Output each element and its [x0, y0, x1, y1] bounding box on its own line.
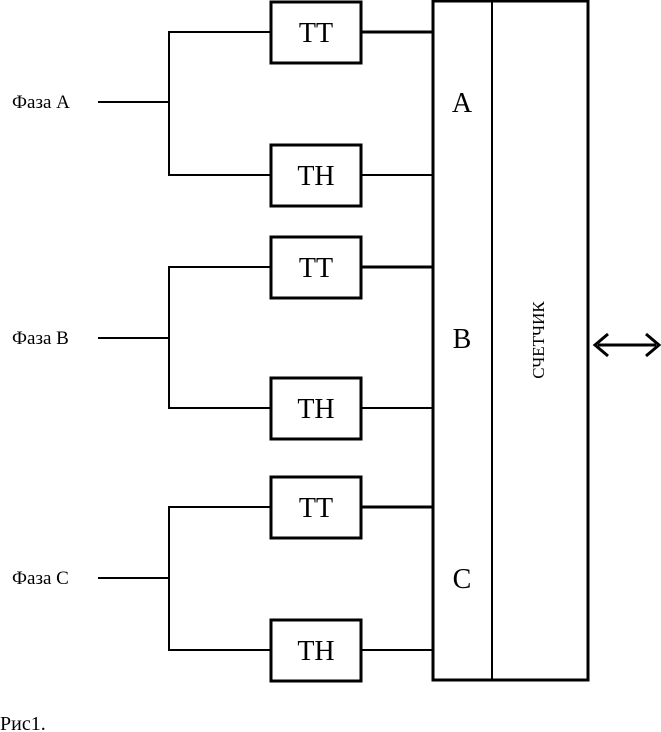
voltage-transformer-box: [269, 618, 363, 683]
meter-label: СЧЕТЧИК: [529, 301, 548, 379]
voltage-transformer-box: [269, 376, 363, 441]
tt-label: ТТ: [299, 493, 333, 524]
tn-label: ТН: [297, 636, 334, 667]
bidirectional-arrow-icon: [592, 332, 661, 358]
tt-label: ТТ: [299, 253, 333, 284]
meter-block: [431, 0, 590, 682]
tn-label: ТН: [297, 394, 334, 425]
phase-label: Фаза A: [12, 92, 70, 113]
voltage-transformer-box: [269, 143, 363, 208]
current-transformer-box: [269, 475, 363, 540]
phase-group: Фаза A ТТ ТН A: [12, 0, 473, 208]
phase-group: Фаза C ТТ ТН C: [12, 475, 472, 683]
tn-label: ТН: [297, 161, 334, 192]
figure-caption: Рис1.: [0, 713, 46, 732]
meter-input-label: A: [452, 88, 473, 119]
meter-input-label: C: [453, 564, 472, 595]
current-transformer-box: [269, 235, 363, 300]
meter-input-label: B: [453, 324, 472, 355]
tt-label: ТТ: [299, 18, 333, 49]
current-transformer-box: [269, 0, 363, 65]
phase-group: Фаза B ТТ ТН B: [12, 235, 472, 441]
phase-label: Фаза C: [12, 568, 69, 589]
phase-label: Фаза B: [12, 328, 69, 349]
